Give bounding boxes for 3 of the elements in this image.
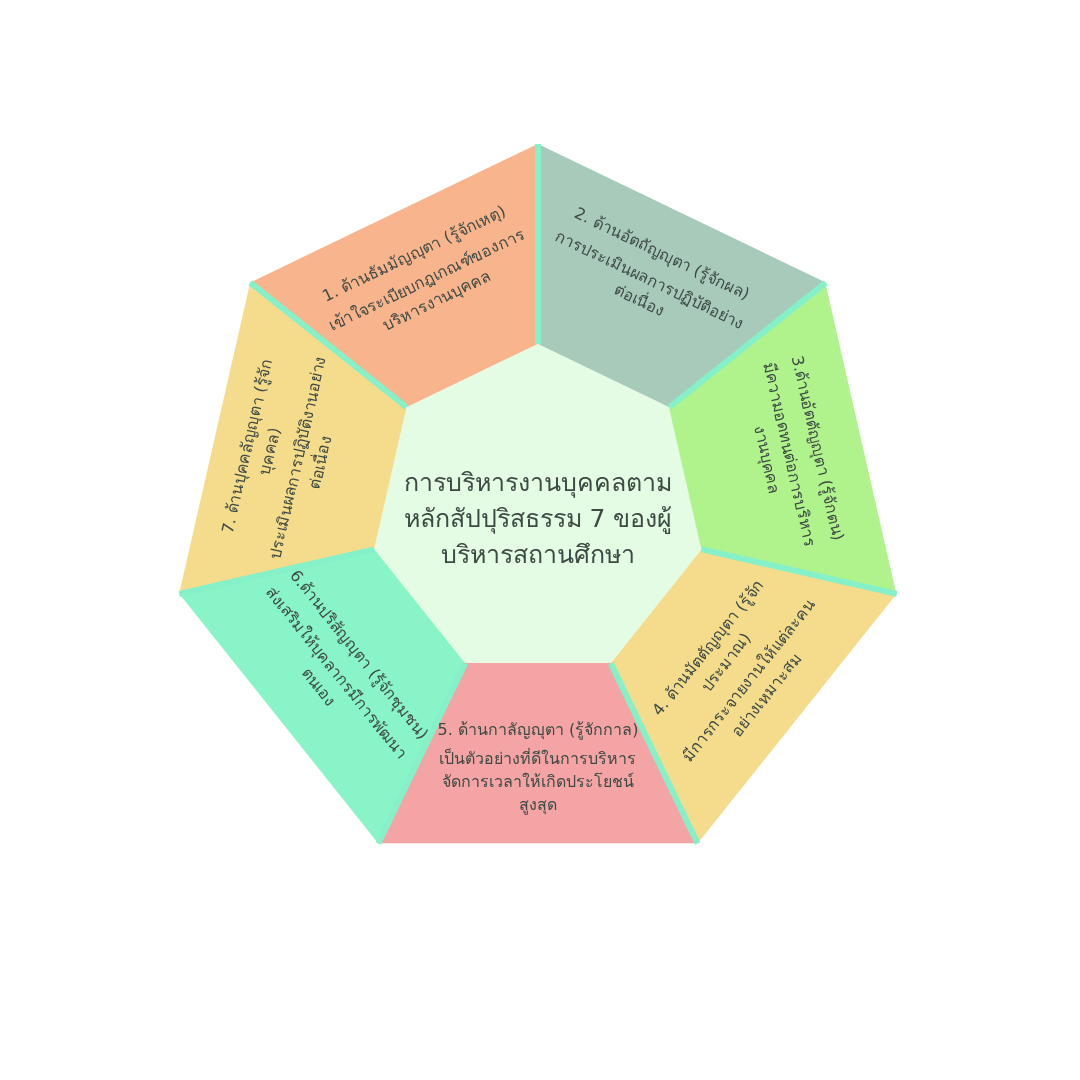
center-title: การบริหารงานบุคคลตามหลักสัปปุริสธรรม 7 ของผู้บริหารสถานศึกษา (402, 467, 674, 571)
segment-text: เป็นตัวอย่างที่ดีในการบริหารจัดการเวลาให้เกิดประโยชน์สูงสุด (438, 747, 638, 816)
segment-heading: 5. ด้านกาลัญญุตา (รู้จักกาล) (436, 718, 640, 741)
